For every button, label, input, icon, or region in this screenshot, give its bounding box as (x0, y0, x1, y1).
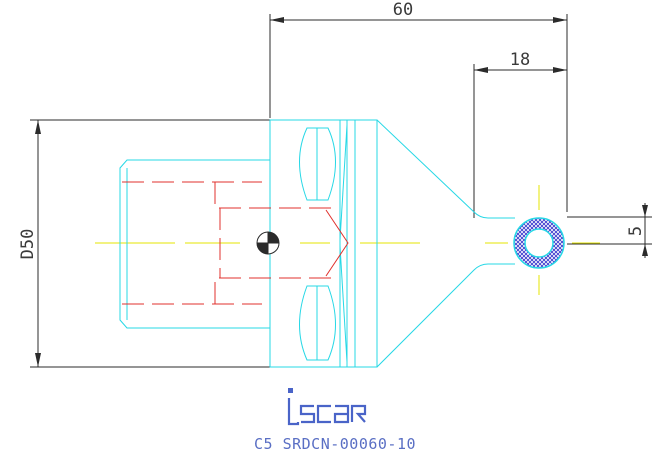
dimension-lines (30, 14, 652, 368)
iscar-logo: iscar (287, 388, 367, 426)
dimension-label-5: 5 (626, 226, 646, 236)
round-insert (513, 217, 565, 269)
centerlines (95, 185, 600, 295)
dimension-label-60: 60 (393, 0, 413, 20)
hidden-lines (122, 181, 335, 305)
dimension-label-18: 18 (510, 50, 530, 70)
tool-body-outline (119, 119, 515, 368)
tool-designation: C5 SRDCN-00060-10 (254, 435, 416, 453)
dimension-label-d50: D50 (18, 229, 38, 260)
center-of-gravity-symbol (256, 231, 280, 255)
hidden-tip (325, 209, 349, 277)
dimension-arrows (35, 17, 648, 367)
